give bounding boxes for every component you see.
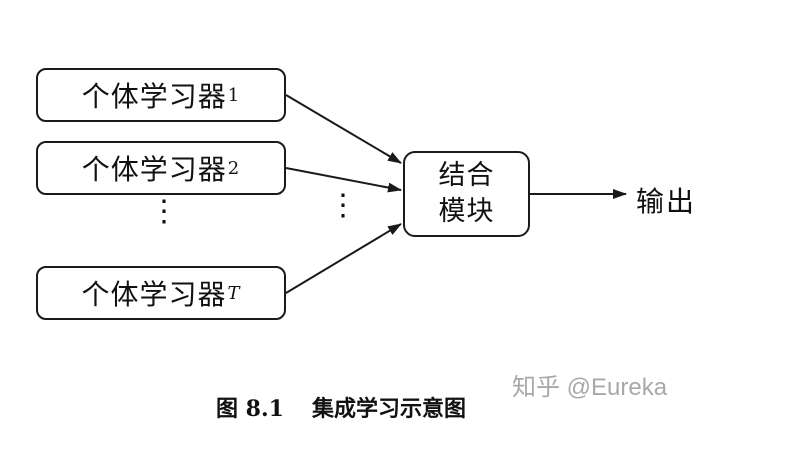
learner-label: 个体学习器 bbox=[81, 278, 227, 311]
arrow-learner-T-to-combiner bbox=[285, 223, 402, 294]
learner-subscript: 1 bbox=[227, 84, 241, 106]
combiner-line-2: 模块 bbox=[438, 196, 495, 227]
ellipsis-middle: ⋮ bbox=[328, 188, 358, 223]
output-label: 输出 bbox=[636, 185, 697, 218]
figure-caption: 图 8.1 集成学习示意图 bbox=[216, 391, 466, 423]
combiner-line-1: 结合 bbox=[438, 160, 495, 191]
learner-subscript: T bbox=[227, 282, 241, 304]
learner-subscript: 2 bbox=[227, 157, 241, 179]
figure-number: 图 8.1 bbox=[216, 396, 284, 422]
combiner-module-box: 结合 模块 bbox=[403, 151, 530, 237]
watermark: 知乎 @Eureka bbox=[512, 374, 668, 401]
learner-label: 个体学习器 bbox=[81, 153, 227, 186]
arrow-learner-1-to-combiner bbox=[285, 94, 402, 164]
ellipsis-left: ⋮ bbox=[149, 194, 179, 229]
learner-label: 个体学习器 bbox=[81, 80, 227, 113]
arrow-learner-2-to-combiner bbox=[285, 167, 402, 193]
figure-title: 集成学习示意图 bbox=[311, 396, 466, 422]
